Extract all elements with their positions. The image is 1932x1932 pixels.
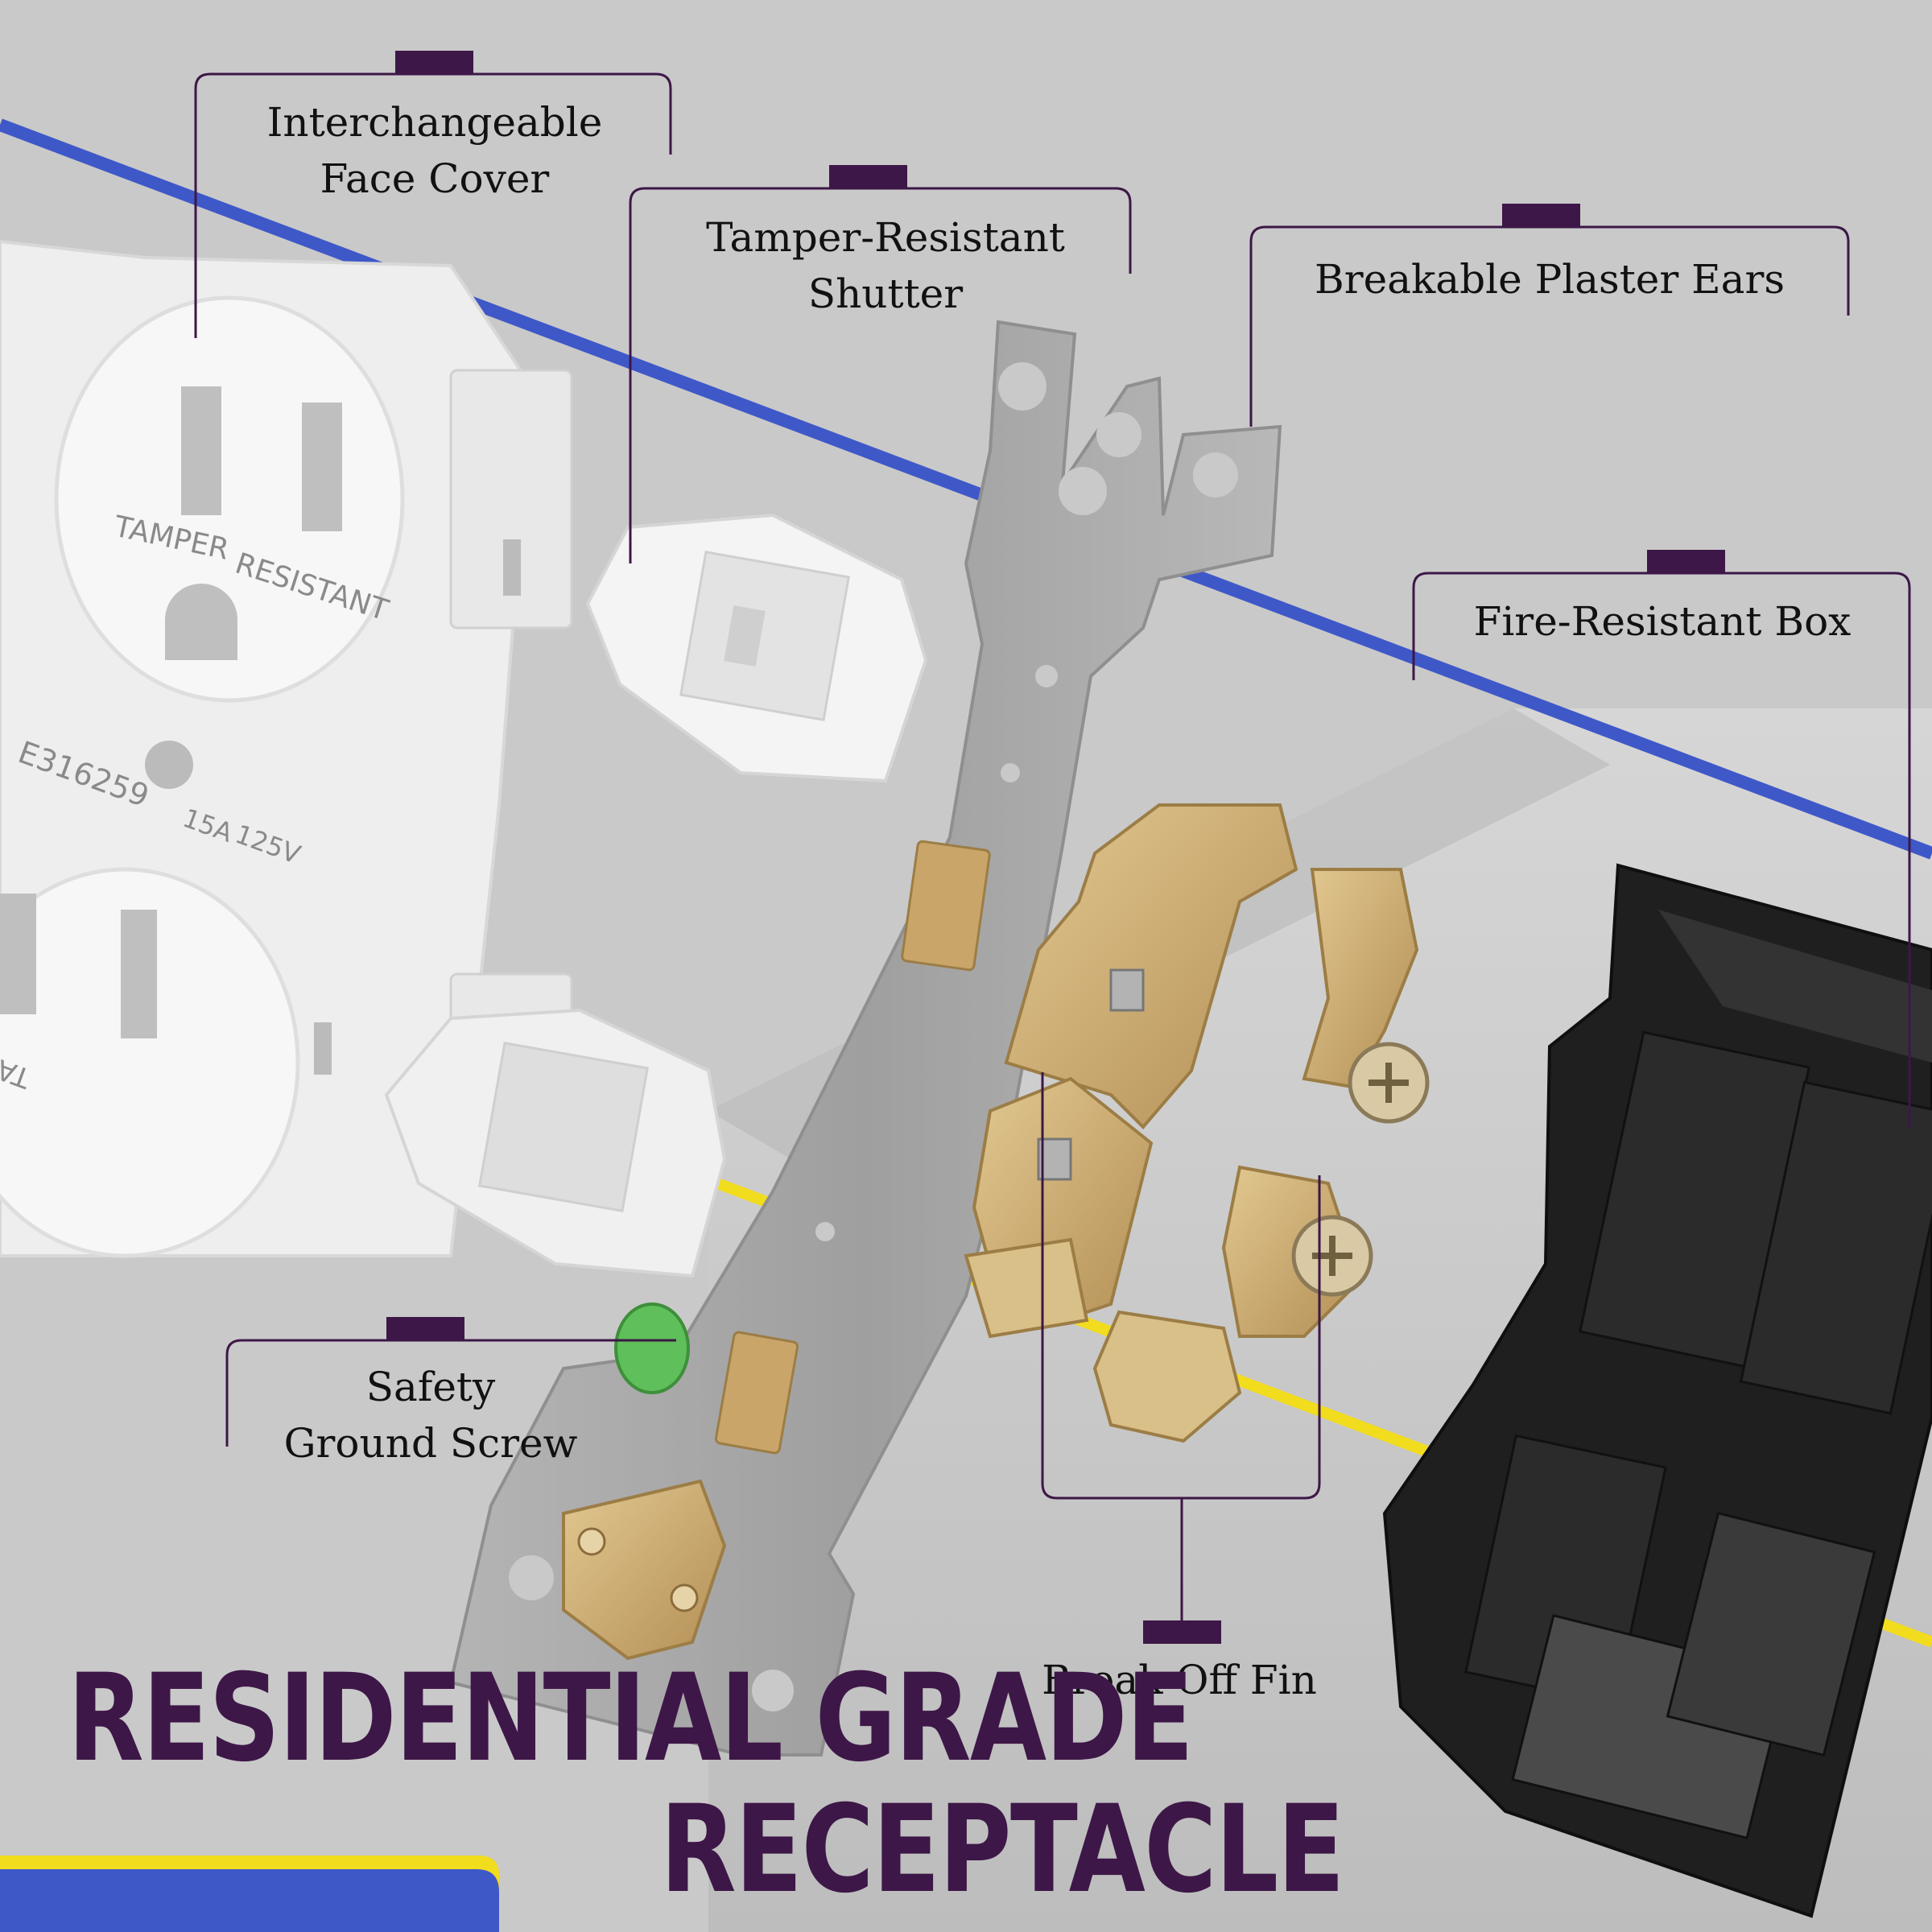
- bottom-accent-bar: [0, 1856, 499, 1932]
- shutter-tab: [829, 165, 907, 188]
- break-fin-label: Break-Off Fin: [1042, 1657, 1317, 1703]
- title-line-2: RECEPTACLE: [660, 1780, 1345, 1920]
- fire-resistant-box: [1382, 863, 1932, 1918]
- ground-screw-label: Safety Ground Screw: [283, 1364, 578, 1467]
- face-cover-tab: [395, 51, 473, 74]
- shutter-upper: [585, 513, 928, 783]
- fire-box-label: Fire-Resistant Box: [1473, 598, 1852, 645]
- break-fin-tab: [1143, 1620, 1221, 1644]
- ground-screw-tab: [386, 1317, 464, 1340]
- face-cover-label: Interchangeable Face Cover: [266, 99, 603, 202]
- plaster-ears-tab: [1502, 204, 1580, 227]
- brass-contacts: [964, 803, 1430, 1443]
- blue-wire: [0, 118, 1932, 860]
- mounting-strap: [448, 320, 1282, 1757]
- ground-screw-bracket: [225, 1339, 676, 1447]
- ground-screw: [614, 1302, 690, 1394]
- fire-box-tab: [1647, 550, 1725, 573]
- shutter-label: Tamper-Resistant Shutter: [706, 214, 1065, 317]
- title-line-1: RESIDENTIAL GRADE: [68, 1649, 1194, 1789]
- plaster-ears-label: Breakable Plaster Ears: [1314, 256, 1785, 303]
- shutter-lower: [384, 1008, 727, 1278]
